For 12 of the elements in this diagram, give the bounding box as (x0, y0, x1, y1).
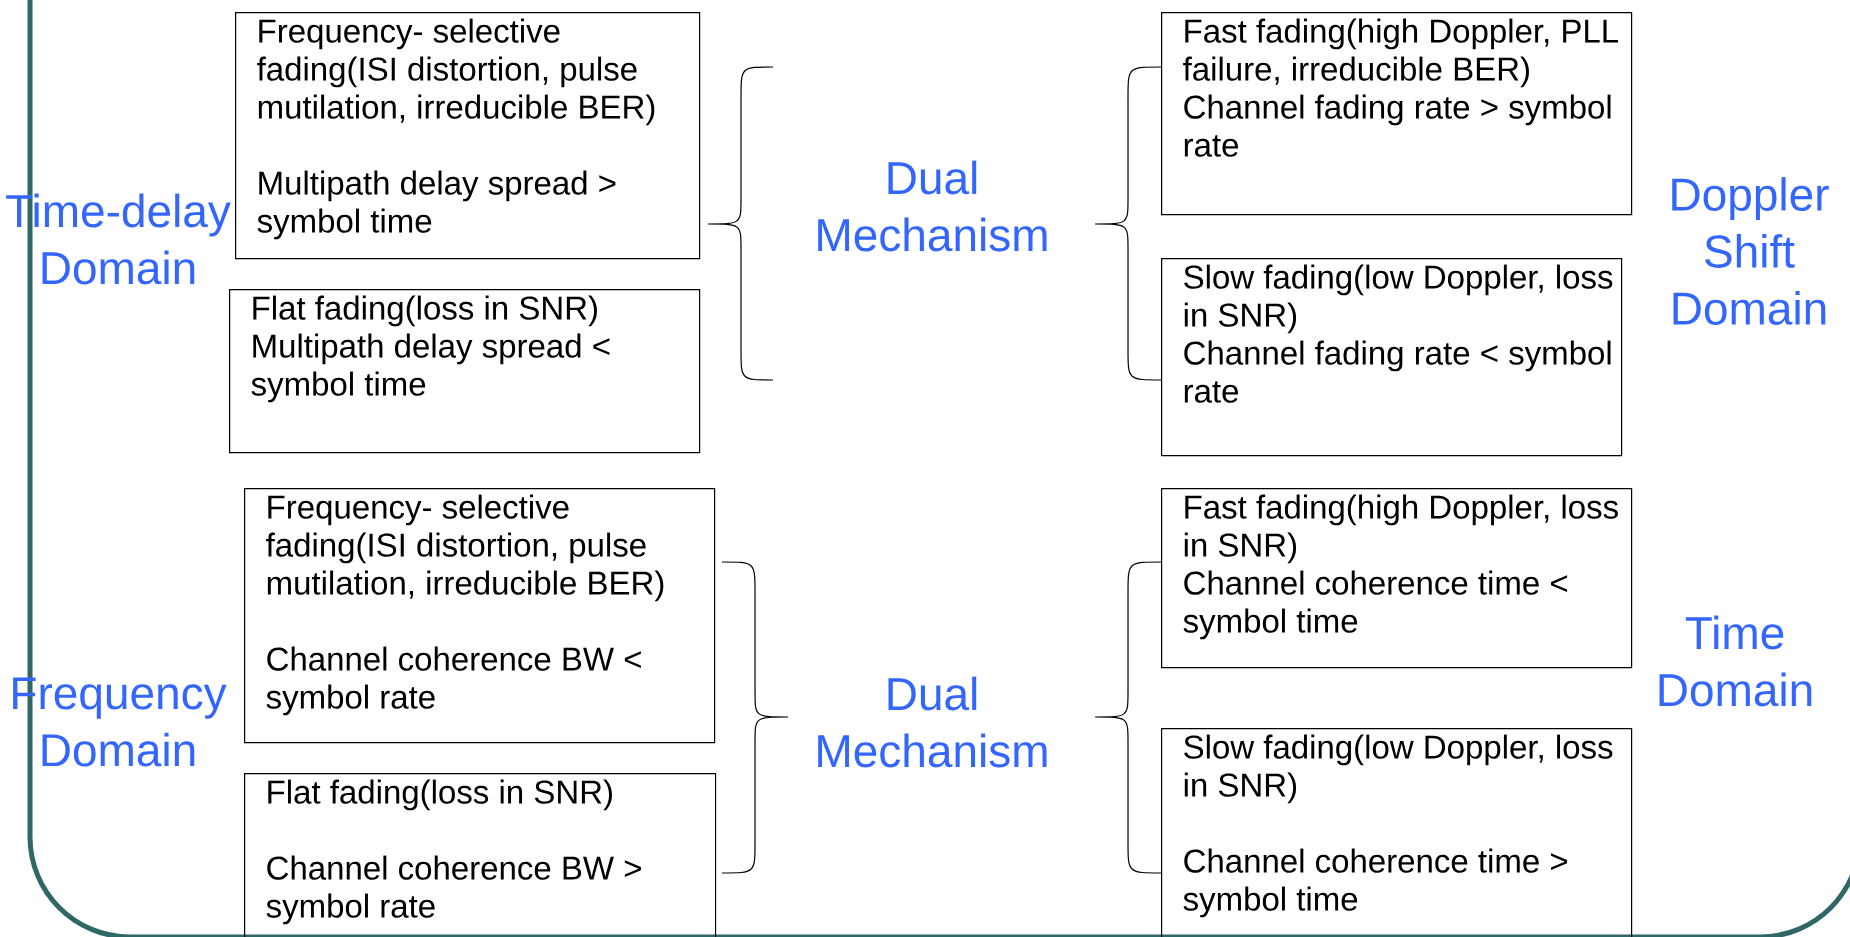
text-box: Frequency- selective fading(ISI distortion, pulse mutilation, irreducible BER) Multipath delay spread > symbol time (235, 12, 701, 260)
text-box: Slow fading(low Doppler, loss in SNR) Channel coherence time > symbol time (1161, 728, 1633, 937)
domain-label: Doppler Shift Domain (1672, 177, 1829, 325)
text-box: Flat fading(loss in SNR) Multipath delay spread < symbol time (229, 289, 701, 454)
text-box: Flat fading(loss in SNR) Channel coherence BW > symbol rate (244, 773, 717, 937)
text-box: Frequency- selective fading(ISI distortion, pulse mutilation, irreducible BER) Channel coherence BW < symbol rate (244, 488, 716, 744)
text-box: Fast fading(high Doppler, loss in SNR) Channel coherence time < symbol time (1161, 488, 1633, 669)
domain-label: Time Domain (1659, 615, 1812, 707)
domain-label: Dual Mechanism (818, 676, 1047, 768)
domain-label: Dual Mechanism (818, 160, 1047, 252)
text-box: Fast fading(high Doppler, PLL failure, irreducible BER) Channel fading rate > symbol rate (1161, 12, 1633, 216)
text-box: Slow fading(low Doppler, loss in SNR) Channel fading rate < symbol rate (1161, 258, 1623, 457)
